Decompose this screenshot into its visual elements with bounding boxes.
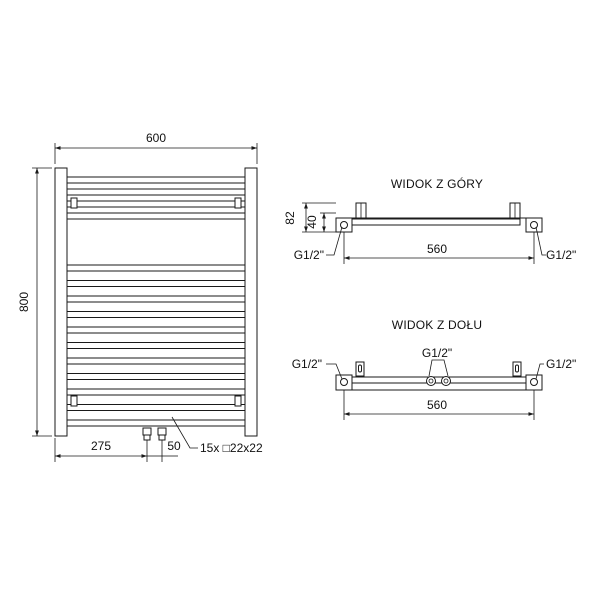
tube-11 [66,357,246,365]
bottom-port-middle-left [426,376,436,386]
tube-7 [66,295,246,303]
top-port-right-label: G1/2" [546,248,576,262]
bracket-bottom-left [70,395,78,407]
offset-label: 275 [91,439,111,453]
width-label: 600 [146,131,166,145]
valve-right [157,427,167,441]
tube-10 [66,342,246,349]
top-port-left [340,221,348,229]
tube-4 [66,212,246,220]
horizontal-tubes [66,176,246,427]
bottom-left-leader [326,363,343,380]
front-view: 600 800 275 50 15x □22x22 [17,131,263,462]
top-view-body [351,218,521,226]
tube-14 [66,404,246,411]
bottom-port-left [340,378,348,386]
tube-3 [66,200,246,208]
tubes-label: 15x □22x22 [200,441,263,455]
tubes-leader [171,416,198,449]
bracket-bottom-right [234,395,242,407]
depth-total-label: 82 [283,211,297,225]
bracket-top-left [70,197,78,209]
tube-5 [66,264,246,272]
tube-2 [66,188,246,196]
top-port-left-label: G1/2" [294,248,324,262]
top-right-leader [535,226,546,256]
top-view-title: WIDOK Z GÓRY [391,176,483,191]
bottom-port-left-label: G1/2" [292,357,322,371]
bottom-view-body [351,376,527,384]
tube-1 [66,176,246,184]
top-center-label: 560 [427,242,447,256]
bottom-right-leader [535,363,544,380]
bottom-view: WIDOK Z DOŁU 560 G1/2" G1/2" G1/2" [292,318,576,420]
top-left-leader [326,226,343,256]
tube-6 [66,280,246,287]
left-rail [54,167,68,437]
spacing-label: 50 [167,439,181,453]
top-view: WIDOK Z GÓRY 82 40 560 G1/2" G1/2" [283,176,576,264]
valve-left [142,427,152,441]
height-label: 800 [17,292,31,312]
tube-8 [66,311,246,318]
bottom-middle-leader [437,359,449,377]
bottom-view-title: WIDOK Z DOŁU [392,318,482,332]
bottom-center-label: 560 [427,398,447,412]
depth-inner-label: 40 [305,215,319,229]
bottom-port-right [530,378,538,386]
bracket-top-right [234,197,242,209]
tube-13 [66,388,246,396]
bottom-port-right-label: G1/2" [546,357,576,371]
bottom-port-middle-label: G1/2" [422,346,452,360]
tube-12 [66,373,246,380]
tube-9 [66,326,246,334]
right-rail [244,167,258,437]
top-port-right [530,221,538,229]
tube-15 [66,419,246,427]
bottom-port-middle-right [441,376,451,386]
